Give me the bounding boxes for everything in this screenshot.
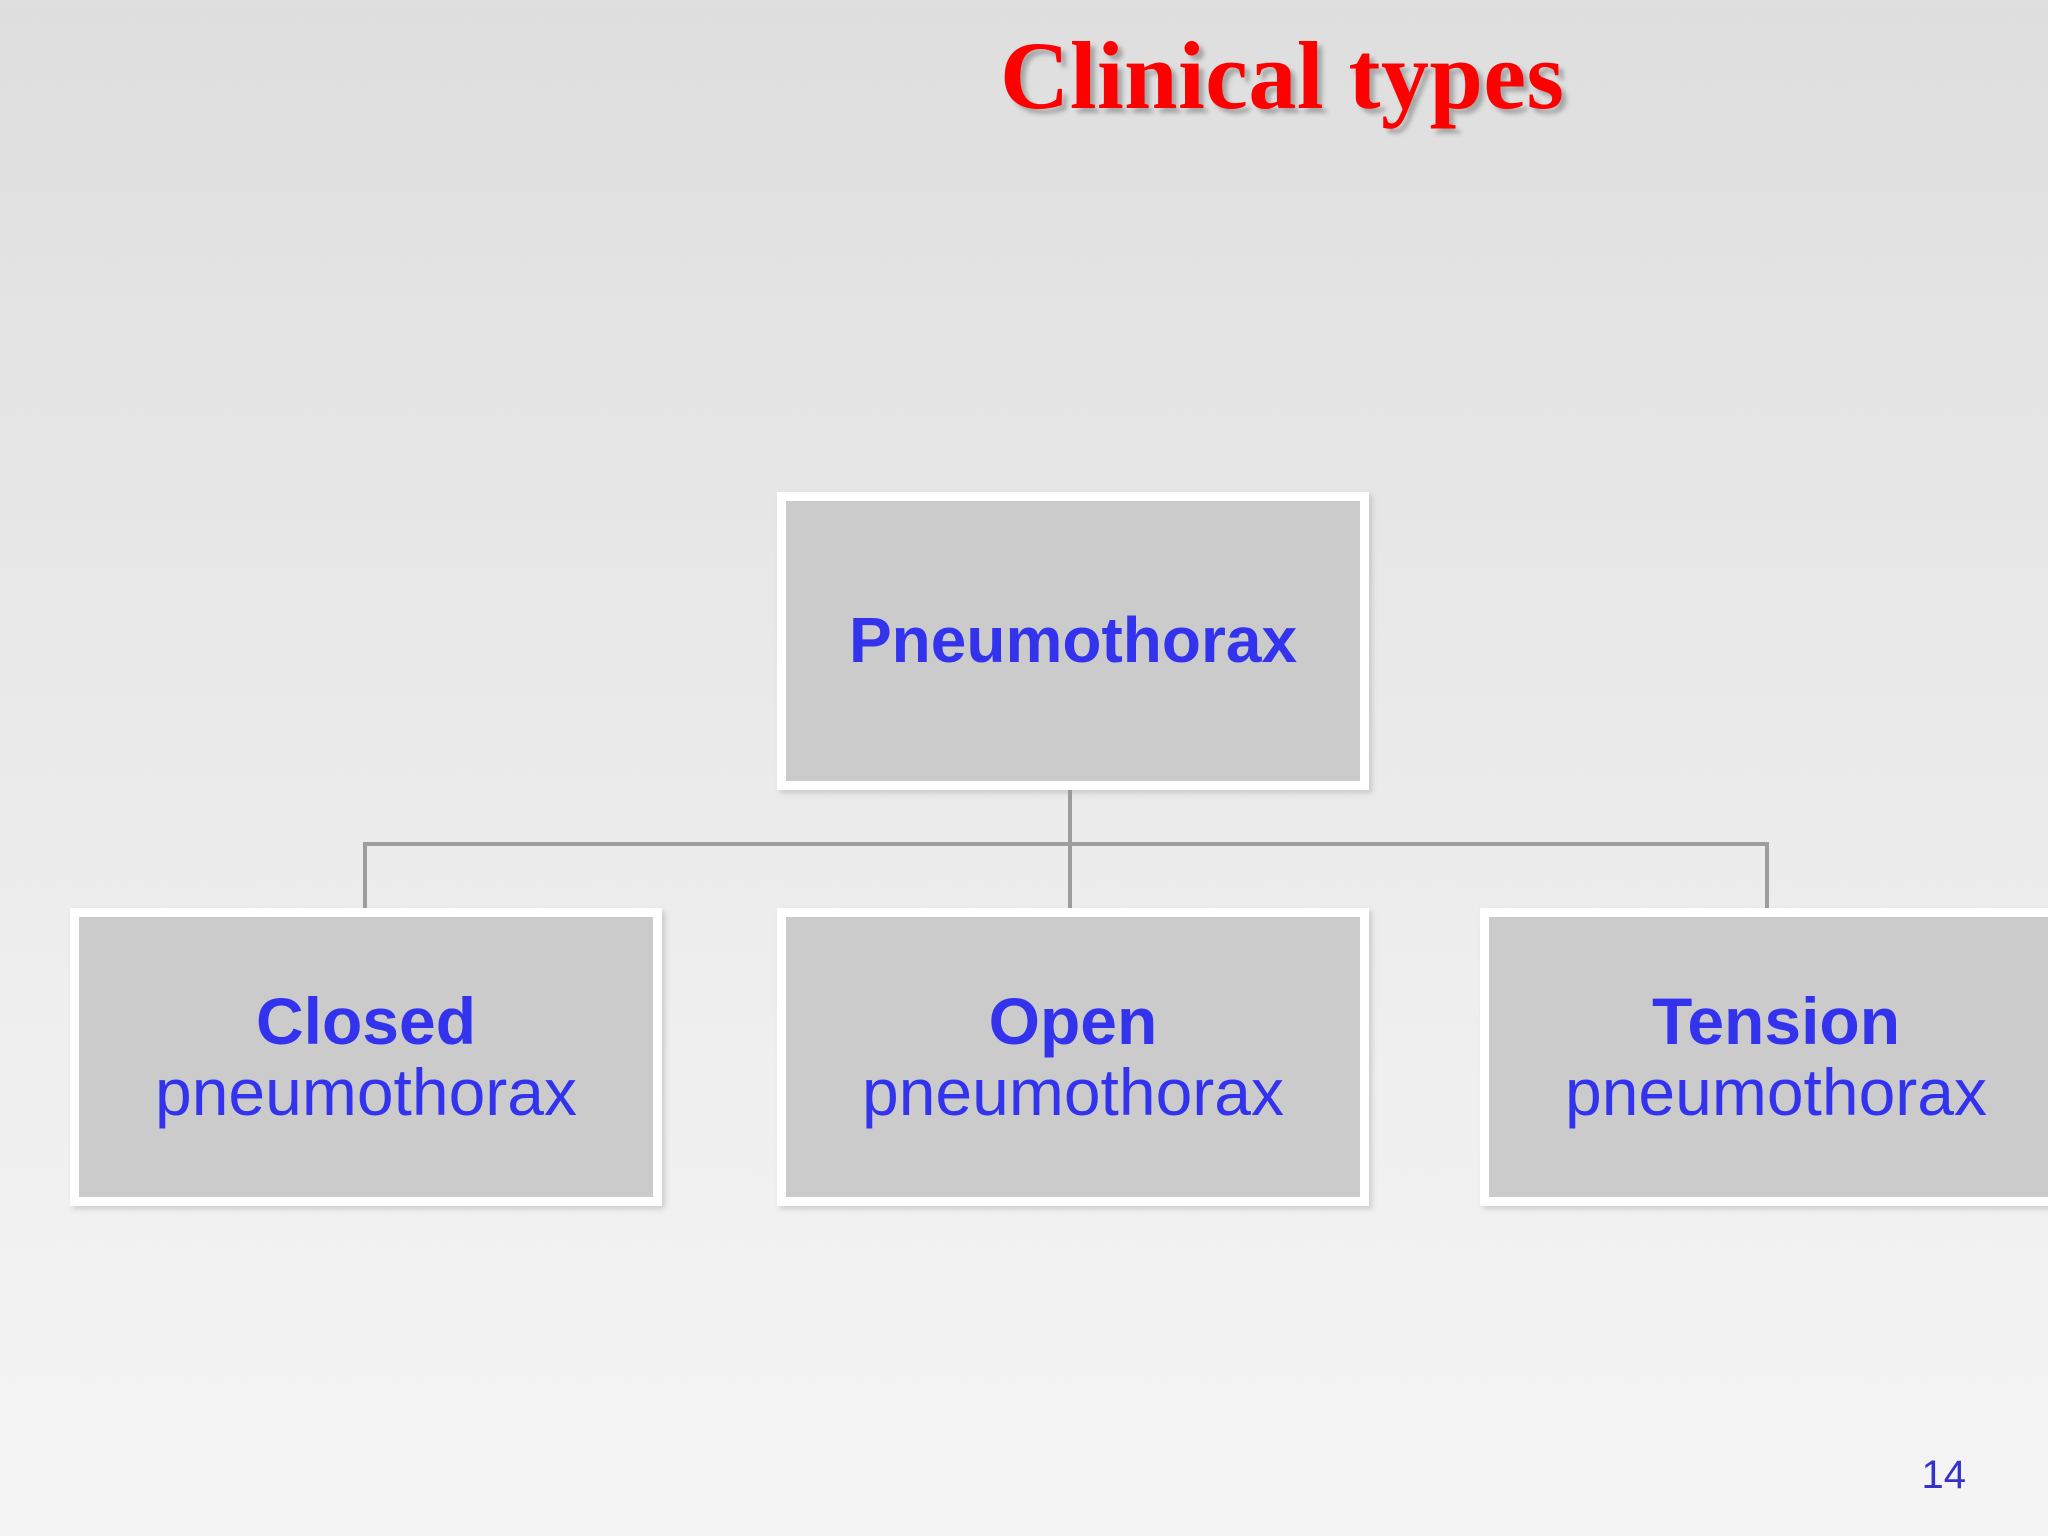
node-open-pneumothorax-body: Open pneumothorax bbox=[786, 917, 1360, 1197]
node-closed-pneumothorax[interactable]: Closed pneumothorax bbox=[70, 908, 662, 1206]
node-pneumothorax-body: Pneumothorax bbox=[786, 501, 1360, 781]
node-closed-subtitle: pneumothorax bbox=[155, 1055, 577, 1129]
node-pneumothorax[interactable]: Pneumothorax bbox=[777, 492, 1369, 790]
node-open-title: Open bbox=[988, 983, 1158, 1058]
node-open-subtitle: pneumothorax bbox=[862, 1055, 1284, 1129]
node-open-pneumothorax[interactable]: Open pneumothorax bbox=[777, 908, 1369, 1206]
node-tension-subtitle: pneumothorax bbox=[1565, 1055, 1987, 1129]
node-pneumothorax-label: Pneumothorax bbox=[848, 604, 1298, 677]
connector-drop-closed bbox=[363, 842, 367, 914]
node-tension-pneumothorax-body: Tension pneumothorax bbox=[1489, 917, 2048, 1197]
node-tension-title: Tension bbox=[1651, 983, 1901, 1058]
node-tension-pneumothorax[interactable]: Tension pneumothorax bbox=[1480, 908, 2048, 1206]
connector-horizontal-bar bbox=[363, 842, 1769, 846]
node-closed-pneumothorax-body: Closed pneumothorax bbox=[79, 917, 653, 1197]
page-number: 14 bbox=[1921, 1453, 1967, 1497]
connector-root-stem bbox=[1068, 790, 1072, 846]
node-closed-title: Closed bbox=[255, 983, 477, 1058]
connector-drop-tension bbox=[1765, 842, 1769, 914]
page-title: Clinical types bbox=[1000, 22, 1565, 129]
connector-drop-open bbox=[1068, 842, 1072, 914]
